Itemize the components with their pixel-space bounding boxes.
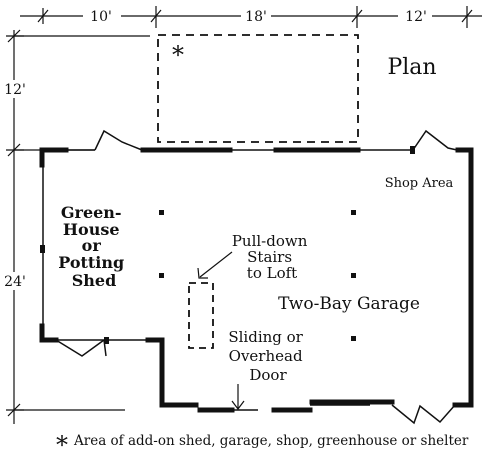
window-jamb xyxy=(410,146,415,154)
garage-label: Two-Bay Garage xyxy=(278,294,420,314)
door-arrow-icon xyxy=(231,384,245,410)
greenhouse-bottom-door-icon xyxy=(55,339,107,357)
legend-text: Area of add-on shed, garage, shop, green… xyxy=(73,433,469,449)
add-on-asterisk: * xyxy=(172,41,184,69)
window-jamb xyxy=(40,245,45,253)
sliding-door-label: Sliding or Overhead Door xyxy=(228,328,307,384)
dimension-top-middle: 18' xyxy=(245,9,267,25)
garage-bottom-door-icon xyxy=(391,404,456,425)
legend-asterisk: * xyxy=(56,431,68,459)
building-walls xyxy=(39,147,474,413)
add-on-area-outline xyxy=(157,34,359,143)
post xyxy=(159,210,164,215)
dimension-left-bottom: 24' xyxy=(4,274,26,290)
window-jamb xyxy=(104,337,109,344)
shop-area-label: Shop Area xyxy=(385,176,454,191)
stairs-arrow-icon xyxy=(197,251,233,279)
shop-door-icon xyxy=(412,129,458,151)
greenhouse-label: Green- House or Potting Shed xyxy=(58,203,130,290)
pull-down-stairs-outline xyxy=(188,282,214,349)
greenhouse-top-door-icon xyxy=(94,129,143,151)
post xyxy=(159,273,164,278)
post xyxy=(351,210,356,215)
post xyxy=(351,273,356,278)
dimension-left-top: 12' xyxy=(4,82,26,98)
post xyxy=(351,336,356,341)
dimension-top-left: 10' xyxy=(90,9,112,25)
dimension-top-right: 12' xyxy=(405,9,427,25)
support-posts xyxy=(159,210,356,341)
stairs-label: Pull-down Stairs to Loft xyxy=(232,232,312,282)
plan-title: Plan xyxy=(387,55,436,80)
